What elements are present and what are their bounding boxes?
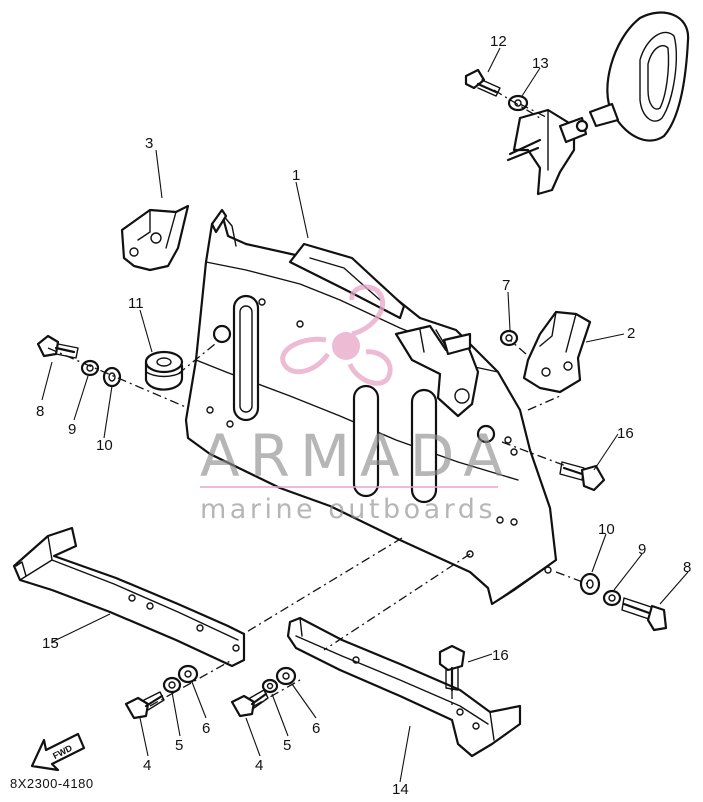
main-bracket-1 <box>184 208 558 606</box>
callout-9-right: 9 <box>638 541 646 558</box>
callout-6-left: 6 <box>202 720 210 737</box>
callout-5-right: 5 <box>283 737 291 754</box>
watermark-brand: ARMADA <box>200 422 513 490</box>
callout-14: 14 <box>392 781 409 798</box>
callout-16-right: 16 <box>617 425 634 442</box>
callout-1: 1 <box>292 167 300 184</box>
bracket-2 <box>522 310 592 394</box>
bracket-3 <box>120 204 190 272</box>
bolt-8-left <box>36 334 79 359</box>
callout-11: 11 <box>128 295 144 312</box>
callout-labels: 1 2 3 4 4 5 5 6 6 7 8 8 9 9 10 10 11 12 … <box>36 33 691 798</box>
washer-9-right <box>602 589 622 607</box>
bolt-4-left <box>124 691 165 720</box>
callout-3: 3 <box>145 135 153 152</box>
bolt-4-right <box>230 689 269 718</box>
callout-8-left: 8 <box>36 403 44 420</box>
callout-6-right: 6 <box>312 720 320 737</box>
callout-7: 7 <box>502 277 510 294</box>
callout-16-lower: 16 <box>492 647 509 664</box>
nut-13 <box>507 94 529 112</box>
bar-15 <box>12 526 246 668</box>
callout-4-right: 4 <box>255 757 263 774</box>
propeller-logo-icon <box>280 284 393 386</box>
watermark-tagline: marine outboards <box>200 494 496 525</box>
washer-5-left <box>162 676 182 694</box>
bolt-16-right <box>559 461 606 492</box>
fwd-arrow-icon: FWD <box>30 732 86 772</box>
leader-lines <box>41 47 689 783</box>
callout-2: 2 <box>627 325 635 342</box>
callout-5-left: 5 <box>175 737 183 754</box>
callout-12: 12 <box>490 33 507 50</box>
callout-10-left: 10 <box>96 437 113 454</box>
washer-10-right <box>579 572 601 596</box>
callout-15: 15 <box>42 635 59 652</box>
bar-14 <box>286 616 522 758</box>
callout-8-right: 8 <box>683 559 691 576</box>
bolt-12 <box>464 68 501 97</box>
washer-10-left <box>102 366 122 388</box>
watermark-rule <box>200 486 498 488</box>
tiller-handle-assembly <box>506 11 690 196</box>
nut-7 <box>499 329 519 347</box>
washer-6-left <box>177 664 199 684</box>
callout-9-left: 9 <box>68 421 76 438</box>
callout-4-left: 4 <box>143 757 151 774</box>
drawing-code: 8X2300-4180 <box>10 776 94 791</box>
assembly-centerlines <box>47 89 589 707</box>
callout-10-right: 10 <box>598 521 615 538</box>
armada-watermark: ARMADA marine outboards <box>200 284 513 525</box>
rubber-mount-11 <box>144 350 184 391</box>
callout-13: 13 <box>532 55 549 72</box>
washer-5-right <box>261 678 279 694</box>
washer-6-right <box>275 666 297 686</box>
bolt-16-lower <box>438 644 466 692</box>
bolt-8-right <box>621 597 668 632</box>
